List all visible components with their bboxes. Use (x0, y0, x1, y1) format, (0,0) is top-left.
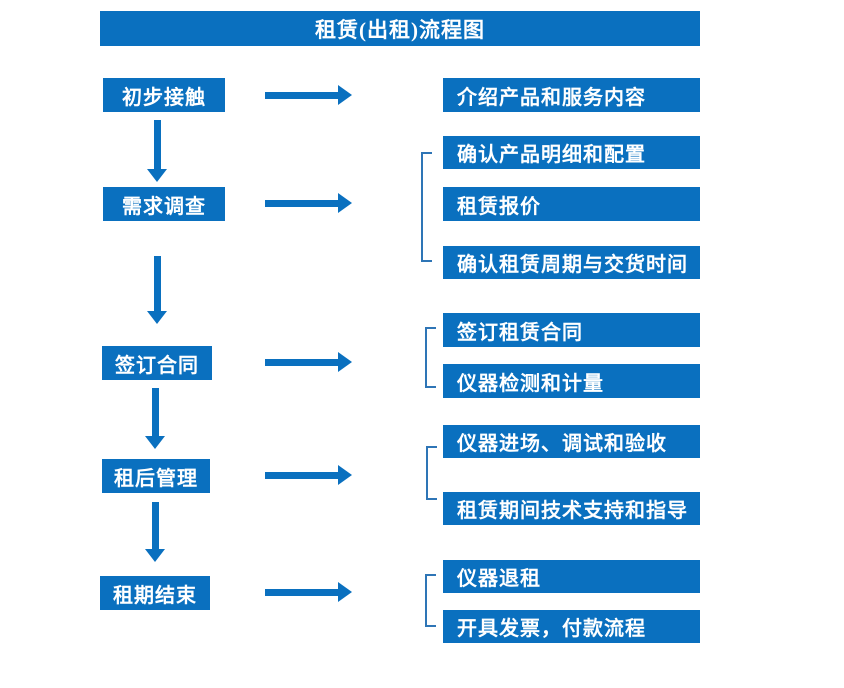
arrow-right-icon-4 (265, 465, 352, 485)
bracket-group-4 (426, 446, 437, 500)
detail-confirm-period-delivery: 确认租赁周期与交货时间 (443, 246, 700, 279)
arrow-down-icon-4 (145, 502, 165, 562)
step-post-rental-mgmt: 租后管理 (102, 459, 210, 493)
detail-confirm-product-config: 确认产品明细和配置 (443, 136, 700, 169)
arrow-down-icon-2 (147, 256, 167, 324)
detail-rental-quotation: 租赁报价 (443, 187, 700, 221)
step-sign-contract: 签订合同 (102, 346, 212, 380)
arrow-down-icon-1 (147, 120, 167, 182)
bracket-group-5 (425, 574, 436, 627)
detail-invoice-payment: 开具发票，付款流程 (443, 610, 700, 643)
step-rental-end: 租期结束 (100, 576, 210, 610)
detail-sign-rental-contract: 签订租赁合同 (443, 313, 700, 347)
detail-instrument-testing: 仪器检测和计量 (443, 364, 700, 398)
detail-introduce-products: 介绍产品和服务内容 (443, 78, 700, 112)
detail-instrument-return: 仪器退租 (443, 560, 700, 593)
step-initial-contact: 初步接触 (103, 78, 225, 112)
step-needs-survey: 需求调查 (103, 187, 225, 221)
arrow-right-icon-1 (265, 85, 352, 105)
arrow-down-icon-3 (145, 388, 165, 449)
arrow-right-icon-5 (265, 582, 352, 602)
bracket-group-3 (425, 327, 436, 388)
flowchart-title: 租赁(出租)流程图 (100, 11, 700, 46)
arrow-right-icon-3 (265, 352, 352, 372)
arrow-right-icon-2 (265, 193, 352, 213)
detail-instrument-setup: 仪器进场、调试和验收 (443, 425, 700, 458)
bracket-group-2 (421, 152, 432, 262)
detail-tech-support: 租赁期间技术支持和指导 (443, 492, 700, 525)
